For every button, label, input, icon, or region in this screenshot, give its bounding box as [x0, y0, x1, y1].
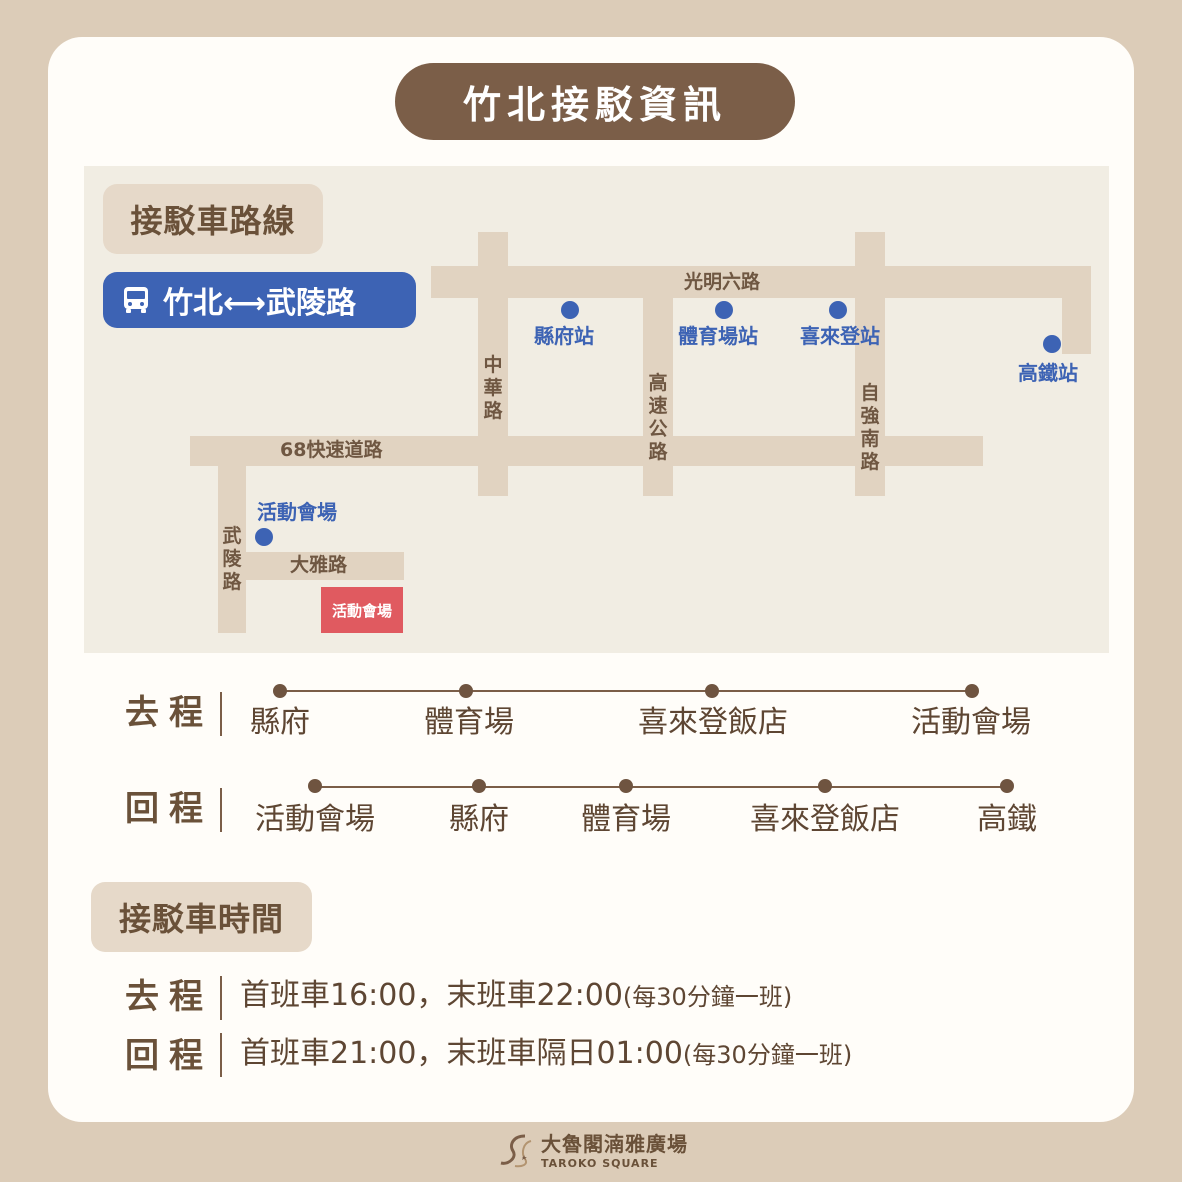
footer-brand-en: TAROKO SQUARE: [541, 1156, 659, 1170]
stop-dot-sheraton: [829, 301, 847, 319]
outbound-stop-2: 體育場: [424, 705, 514, 740]
return-times-main: 首班車21:00，末班車隔日01:00: [240, 1036, 683, 1071]
stop-label-hsr: 高鐵站: [1018, 361, 1078, 385]
return-dot-2: [472, 779, 486, 793]
page-title: 竹北接駁資訊: [395, 63, 795, 140]
venue-marker: 活動會場: [321, 587, 403, 633]
return-dot-3: [619, 779, 633, 793]
stop-label-venue: 活動會場: [257, 500, 337, 524]
road-label-wuling: 武陵路: [222, 525, 242, 593]
return-times-label: 回程: [125, 1036, 213, 1076]
stop-dot-stadium: [715, 301, 733, 319]
return-divider: [220, 788, 222, 832]
road-label-daya: 大雅路: [290, 554, 348, 576]
route-name-pill: 竹北⟷武陵路: [103, 272, 416, 328]
road-label-expressway68: 68快速道路: [280, 439, 383, 461]
outbound-label: 去程: [125, 693, 213, 733]
stop-label-stadium: 體育場站: [678, 324, 758, 348]
return-times-text: 首班車21:00，末班車隔日01:00(每30分鐘一班): [240, 1039, 852, 1069]
outbound-times-main: 首班車16:00，末班車22:00: [240, 978, 623, 1013]
stop-dot-venue: [255, 528, 273, 546]
road-label-zhonghua: 中華路: [483, 354, 503, 422]
outbound-stop-1: 縣府: [250, 705, 310, 740]
return-times-divider: [220, 1033, 222, 1077]
taroko-logo-icon: [495, 1131, 539, 1171]
outbound-dot-1: [273, 684, 287, 698]
outbound-dot-2: [459, 684, 473, 698]
route-section-tag: 接駁車路線: [103, 184, 323, 254]
outbound-stop-4: 活動會場: [911, 705, 1031, 740]
stop-dot-county-gov: [561, 301, 579, 319]
return-label: 回程: [125, 789, 213, 829]
bus-icon: [121, 285, 151, 315]
route-name-text: 竹北⟷武陵路: [163, 286, 357, 321]
stop-label-sheraton: 喜來登站: [800, 324, 880, 348]
return-stop-1: 活動會場: [255, 802, 375, 837]
outbound-dot-3: [705, 684, 719, 698]
road-label-gaosu: 高速公路: [648, 372, 668, 463]
road-label-guangming6: 光明六路: [684, 271, 761, 293]
times-section-tag: 接駁車時間: [91, 882, 312, 952]
outbound-times-divider: [220, 976, 222, 1020]
return-stop-4: 喜來登飯店: [750, 802, 900, 837]
stop-label-county-gov: 縣府站: [534, 324, 594, 348]
return-dot-5: [1000, 779, 1014, 793]
return-line: [315, 786, 1007, 788]
outbound-stop-3: 喜來登飯店: [638, 705, 788, 740]
return-stop-5: 高鐵: [977, 802, 1037, 837]
outbound-times-note: (每30分鐘一班): [622, 983, 793, 1011]
outbound-dot-4: [965, 684, 979, 698]
outbound-line: [280, 690, 972, 692]
return-dot-4: [818, 779, 832, 793]
return-times-note: (每30分鐘一班): [682, 1041, 853, 1069]
road-guangming6: [431, 266, 1091, 298]
stop-dot-hsr: [1043, 335, 1061, 353]
road-wuling: [218, 436, 246, 633]
outbound-divider: [220, 692, 222, 736]
return-stop-3: 體育場: [581, 802, 671, 837]
outbound-times-label: 去程: [125, 977, 213, 1017]
road-hsr-spur: [1062, 266, 1091, 354]
footer-brand-cn: 大魯閣湳雅廣場: [541, 1131, 688, 1156]
outbound-times-text: 首班車16:00，末班車22:00(每30分鐘一班): [240, 981, 792, 1011]
road-daya: [218, 552, 404, 580]
footer-brand: 大魯閣湳雅廣場 TAROKO SQUARE: [495, 1131, 688, 1171]
road-label-ziqiang-south: 自強南路: [860, 382, 880, 473]
return-stop-2: 縣府: [449, 802, 509, 837]
return-dot-1: [308, 779, 322, 793]
road-expressway68: [190, 436, 983, 466]
